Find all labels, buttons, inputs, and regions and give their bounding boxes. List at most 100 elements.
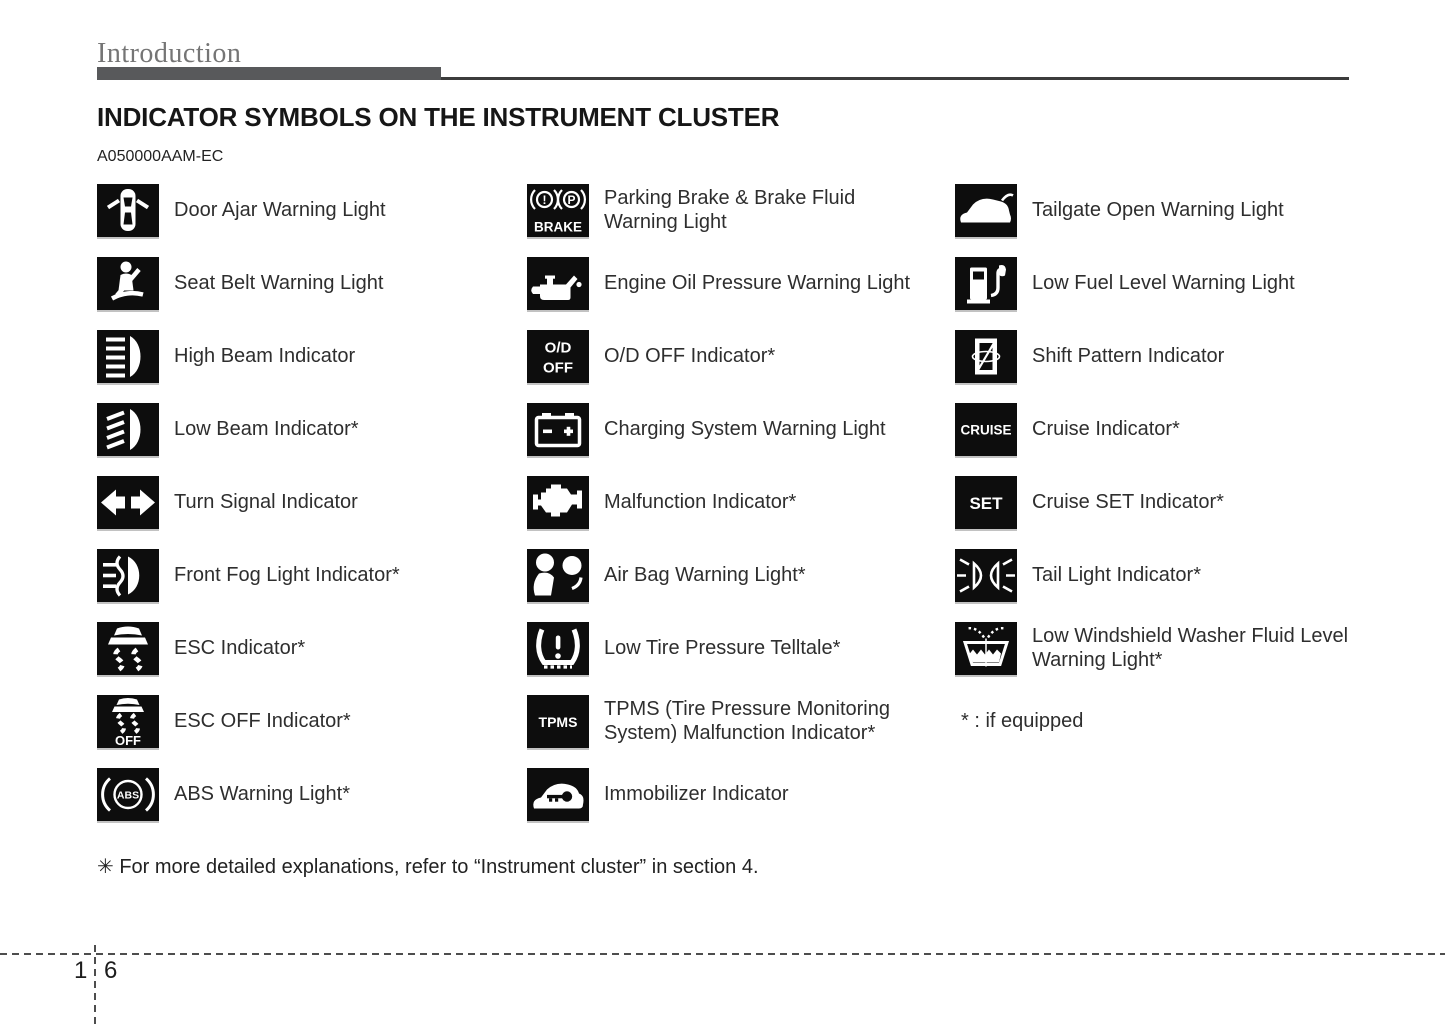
indicator-label: Front Fog Light Indicator* [174, 563, 400, 586]
tailgate-open-icon [955, 184, 1017, 237]
indicator-row: Low Beam Indicator* [97, 393, 527, 466]
indicator-row: TPMS TPMS (Tire Pressure Monitoring Syste… [527, 685, 955, 758]
indicator-label: Immobilizer Indicator [604, 782, 789, 805]
esc-icon [97, 622, 159, 675]
indicator-label: ESC OFF Indicator* [174, 709, 351, 732]
indicator-label: O/D OFF Indicator* [604, 344, 776, 367]
low-tire-pressure-icon [527, 622, 589, 675]
indicator-row: Turn Signal Indicator [97, 466, 527, 539]
indicator-label: Low Fuel Level Warning Light [1032, 271, 1295, 294]
page-code: A050000AAM-EC [97, 148, 224, 165]
indicator-label: Low Windshield Washer Fluid Level Warnin… [1032, 624, 1349, 671]
svg-text:OFF: OFF [543, 360, 573, 377]
indicator-column-2: ! P BRAKE Parking Brake & Brake Fluid Warni… [527, 174, 955, 831]
indicator-row: Immobilizer Indicator [527, 758, 955, 831]
svg-text:SET: SET [969, 494, 1003, 513]
abs-icon: ABS [97, 768, 159, 821]
indicator-label: Door Ajar Warning Light [174, 198, 386, 221]
indicator-row: Air Bag Warning Light* [527, 539, 955, 612]
indicator-row: Shift Pattern Indicator [955, 320, 1352, 393]
esc-off-icon: OFF [97, 695, 159, 748]
indicator-label: Low Beam Indicator* [174, 417, 359, 440]
indicator-row: Door Ajar Warning Light [97, 174, 527, 247]
indicator-row: Tailgate Open Warning Light [955, 174, 1352, 247]
malfunction-icon [527, 476, 589, 529]
air-bag-icon [527, 549, 589, 602]
indicator-row: Engine Oil Pressure Warning Light [527, 247, 955, 320]
indicator-row: CRUISE Cruise Indicator* [955, 393, 1352, 466]
indicator-row: Seat Belt Warning Light [97, 247, 527, 320]
svg-text:O/D: O/D [545, 340, 572, 357]
svg-text:CRUISE: CRUISE [960, 423, 1011, 438]
charging-system-icon [527, 403, 589, 456]
indicator-row: OFF ESC OFF Indicator* [97, 685, 527, 758]
footnote: ✳ For more detailed explanations, refer … [97, 856, 759, 878]
svg-text:!: ! [543, 193, 547, 207]
indicator-label: Low Tire Pressure Telltale* [604, 636, 841, 659]
footer-divider [0, 953, 1445, 955]
immobilizer-icon [527, 768, 589, 821]
washer-fluid-icon [955, 622, 1017, 675]
section-header: Introduction [97, 38, 242, 69]
front-fog-light-icon [97, 549, 159, 602]
indicator-label: Turn Signal Indicator [174, 490, 358, 513]
indicator-row: ! P BRAKE Parking Brake & Brake Fluid Warni… [527, 174, 955, 247]
indicator-row: O/D OFF O/D OFF Indicator* [527, 320, 955, 393]
header-bar [97, 67, 441, 80]
indicator-label: Seat Belt Warning Light [174, 271, 384, 294]
tail-light-icon [955, 549, 1017, 602]
indicator-row: Charging System Warning Light [527, 393, 955, 466]
header-rule [441, 77, 1349, 80]
svg-text:OFF: OFF [115, 733, 141, 748]
cruise-set-icon: SET [955, 476, 1017, 529]
page-number-page: 6 [104, 957, 118, 984]
door-ajar-icon [97, 184, 159, 237]
equipped-note: * : if equipped [961, 710, 1084, 732]
low-beam-icon [97, 403, 159, 456]
indicator-row: ESC Indicator* [97, 612, 527, 685]
turn-signal-icon [97, 476, 159, 529]
page-number-chapter: 1 [74, 957, 88, 984]
indicator-label: Cruise Indicator* [1032, 417, 1180, 440]
svg-text:TPMS: TPMS [539, 714, 578, 730]
indicator-label: Air Bag Warning Light* [604, 563, 806, 586]
indicator-label: Charging System Warning Light [604, 417, 886, 440]
cruise-icon: CRUISE [955, 403, 1017, 456]
svg-text:BRAKE: BRAKE [534, 220, 582, 235]
page-title: INDICATOR SYMBOLS ON THE INSTRUMENT CLUS… [97, 102, 780, 132]
tpms-icon: TPMS [527, 695, 589, 748]
indicator-label: TPMS (Tire Pressure Monitoring System) M… [604, 697, 890, 744]
indicator-label: Engine Oil Pressure Warning Light [604, 271, 911, 294]
indicator-label: High Beam Indicator [174, 344, 356, 367]
od-off-icon: O/D OFF [527, 330, 589, 383]
indicator-label: Cruise SET Indicator* [1032, 490, 1224, 513]
indicator-label: ESC Indicator* [174, 636, 306, 659]
indicator-label: ABS Warning Light* [174, 782, 351, 805]
low-fuel-icon [955, 257, 1017, 310]
indicator-row: Low Tire Pressure Telltale* [527, 612, 955, 685]
svg-text:P: P [567, 193, 575, 207]
indicator-row: Low Windshield Washer Fluid Level Warnin… [955, 612, 1352, 685]
indicator-label: Malfunction Indicator* [604, 490, 797, 513]
engine-oil-icon [527, 257, 589, 310]
indicator-row: ABS ABS Warning Light* [97, 758, 527, 831]
indicator-label: Tail Light Indicator* [1032, 563, 1201, 586]
indicator-row: Malfunction Indicator* [527, 466, 955, 539]
shift-pattern-icon [955, 330, 1017, 383]
indicator-label: Tailgate Open Warning Light [1032, 198, 1284, 221]
indicator-label: Parking Brake & Brake Fluid Warning Ligh… [604, 186, 856, 233]
parking-brake-icon: ! P BRAKE [527, 184, 589, 237]
high-beam-icon [97, 330, 159, 383]
equipped-note-row: * : if equipped [955, 685, 1352, 758]
svg-text:ABS: ABS [117, 790, 139, 802]
indicator-row: Low Fuel Level Warning Light [955, 247, 1352, 320]
indicator-row: Front Fog Light Indicator* [97, 539, 527, 612]
indicator-label: Shift Pattern Indicator [1032, 344, 1225, 367]
indicator-row: High Beam Indicator [97, 320, 527, 393]
indicator-row: SET Cruise SET Indicator* [955, 466, 1352, 539]
indicator-row: Tail Light Indicator* [955, 539, 1352, 612]
footer-divider-vertical [94, 945, 96, 1026]
